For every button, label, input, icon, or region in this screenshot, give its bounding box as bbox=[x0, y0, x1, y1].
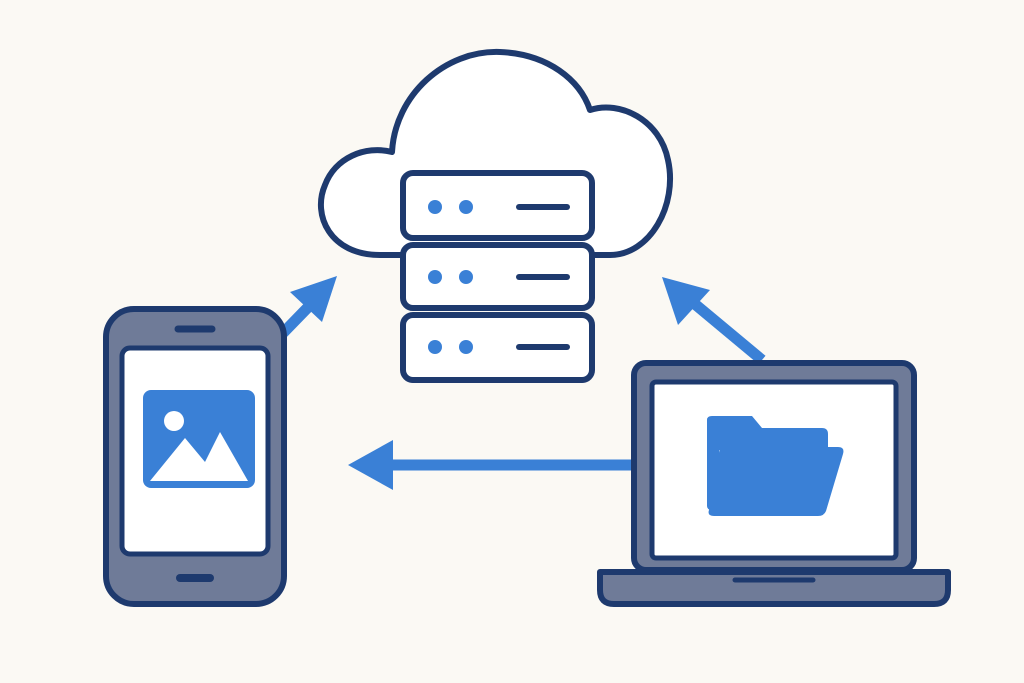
arrow-laptop-to-cloud bbox=[662, 277, 766, 365]
server-stack-icon bbox=[400, 170, 595, 383]
smartphone-icon bbox=[103, 306, 287, 607]
server-unit-1 bbox=[400, 170, 595, 241]
image-icon bbox=[143, 390, 255, 488]
folder-icon bbox=[707, 416, 844, 516]
server-unit-3 bbox=[400, 312, 595, 383]
laptop-icon bbox=[597, 360, 951, 607]
arrow-laptop-to-phone bbox=[348, 440, 634, 490]
arrow-phone-to-cloud bbox=[279, 276, 337, 337]
server-unit-2 bbox=[400, 242, 595, 311]
